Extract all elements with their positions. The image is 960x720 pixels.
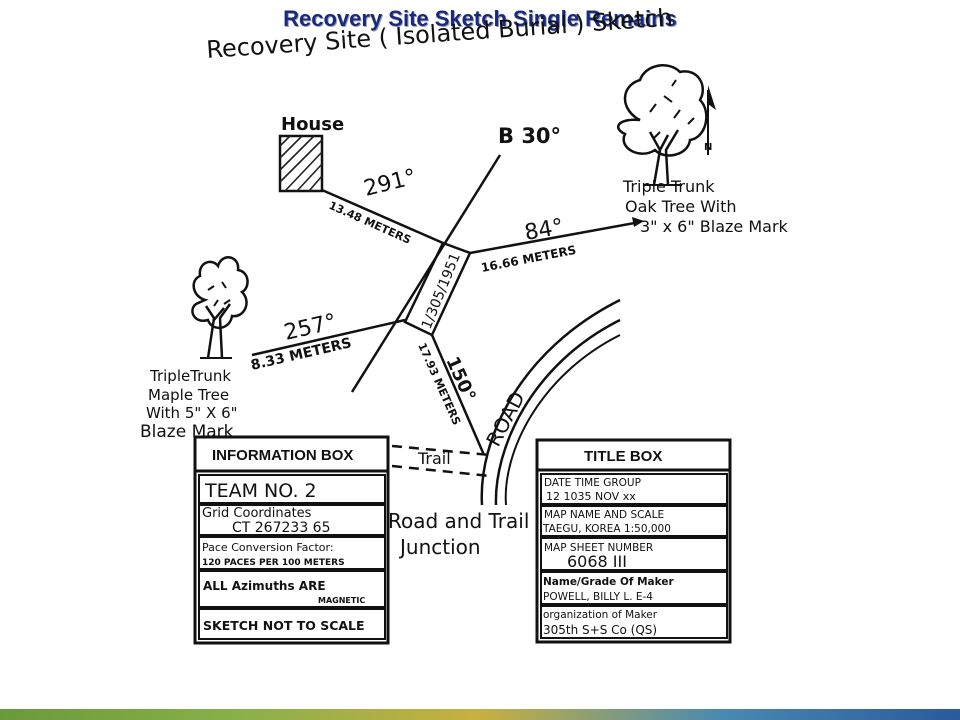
maple-tree-label-2: Maple Tree [148, 386, 229, 404]
info-grid-value: CT 267233 65 [232, 520, 331, 536]
oak-bearing-line [469, 220, 641, 255]
road-edge-3 [504, 334, 621, 506]
info-azimuth-label: ALL Azimuths ARE [203, 579, 326, 593]
house-distance: 13.48 METERS [327, 199, 413, 247]
title-date-value: 12 1035 NOV xx [546, 490, 636, 503]
title-org-value: 305th S+S Co (QS) [543, 623, 657, 637]
footer-color-bar [0, 709, 960, 720]
info-grid-label: Grid Coordinates [202, 506, 312, 521]
benchmark-label: B 30° [498, 124, 561, 148]
maple-tree-label-3: With 5" X 6" [146, 404, 238, 422]
info-team-number: TEAM NO. 2 [204, 480, 317, 502]
oak-tree-label-1: Triple Trunk [622, 177, 715, 196]
road-label: ROAD [481, 388, 530, 451]
oak-azimuth: 84° [523, 215, 566, 246]
north-label: N [704, 142, 712, 153]
maple-tree-label-1: TripleTrunk [149, 367, 231, 385]
house-bearing-line [321, 188, 444, 245]
house-azimuth: 291° [361, 165, 418, 202]
road-inner-edge [494, 318, 621, 506]
oak-tree-label-2: Oak Tree With [625, 197, 737, 216]
maple-tree-icon [191, 256, 249, 359]
house-label: House [281, 114, 344, 135]
oak-tree-label-3: 3" x 6" Blaze Mark [640, 217, 789, 236]
info-scale-note: SKETCH NOT TO SCALE [203, 618, 365, 633]
junction-label-2: Junction [398, 535, 481, 559]
info-pace-label: Pace Conversion Factor: [202, 541, 334, 554]
road-outer-edge [480, 298, 621, 506]
info-azimuth-value: MAGNETIC [318, 596, 365, 605]
title-map-label: MAP NAME AND SCALE [544, 509, 664, 521]
trail-label: Trail [417, 449, 451, 468]
benchmark-line [350, 154, 502, 393]
title-maker-value: POWELL, BILLY L. E-4 [543, 591, 653, 603]
sketch-header: Recovery Site ( Isolated Burial ) Sketch [205, 3, 673, 64]
page-title: Recovery Site Sketch Single Remains [283, 6, 677, 31]
junction-label-1: Road and Trail [388, 509, 529, 533]
title-sheet-value: 6068 III [567, 552, 627, 571]
title-map-value: TAEGU, KOREA 1:50,000 [542, 523, 671, 535]
oak-arrow-icon [632, 217, 644, 227]
title-date-label: DATE TIME GROUP [544, 477, 641, 489]
title-box: TITLE BOX [535, 438, 732, 644]
junction-bearing-line [430, 334, 486, 456]
info-pace-value: 120 PACES PER 100 METERS [202, 558, 345, 568]
title-sheet-label: MAP SHEET NUMBER [544, 542, 653, 554]
oak-tree-icon [616, 64, 708, 186]
title-box-header: TITLE BOX [584, 448, 662, 465]
north-arrow-icon [707, 85, 716, 155]
information-box: INFORMATION BOX [193, 435, 390, 645]
title-maker-label: Name/Grade Of Maker [543, 576, 674, 588]
maple-bearing-line [251, 318, 406, 357]
burial-label: 1/305/1951 [419, 251, 464, 332]
information-box-header: INFORMATION BOX [212, 447, 353, 464]
house-hatching [279, 135, 323, 192]
title-org-label: organization of Maker [543, 609, 658, 621]
